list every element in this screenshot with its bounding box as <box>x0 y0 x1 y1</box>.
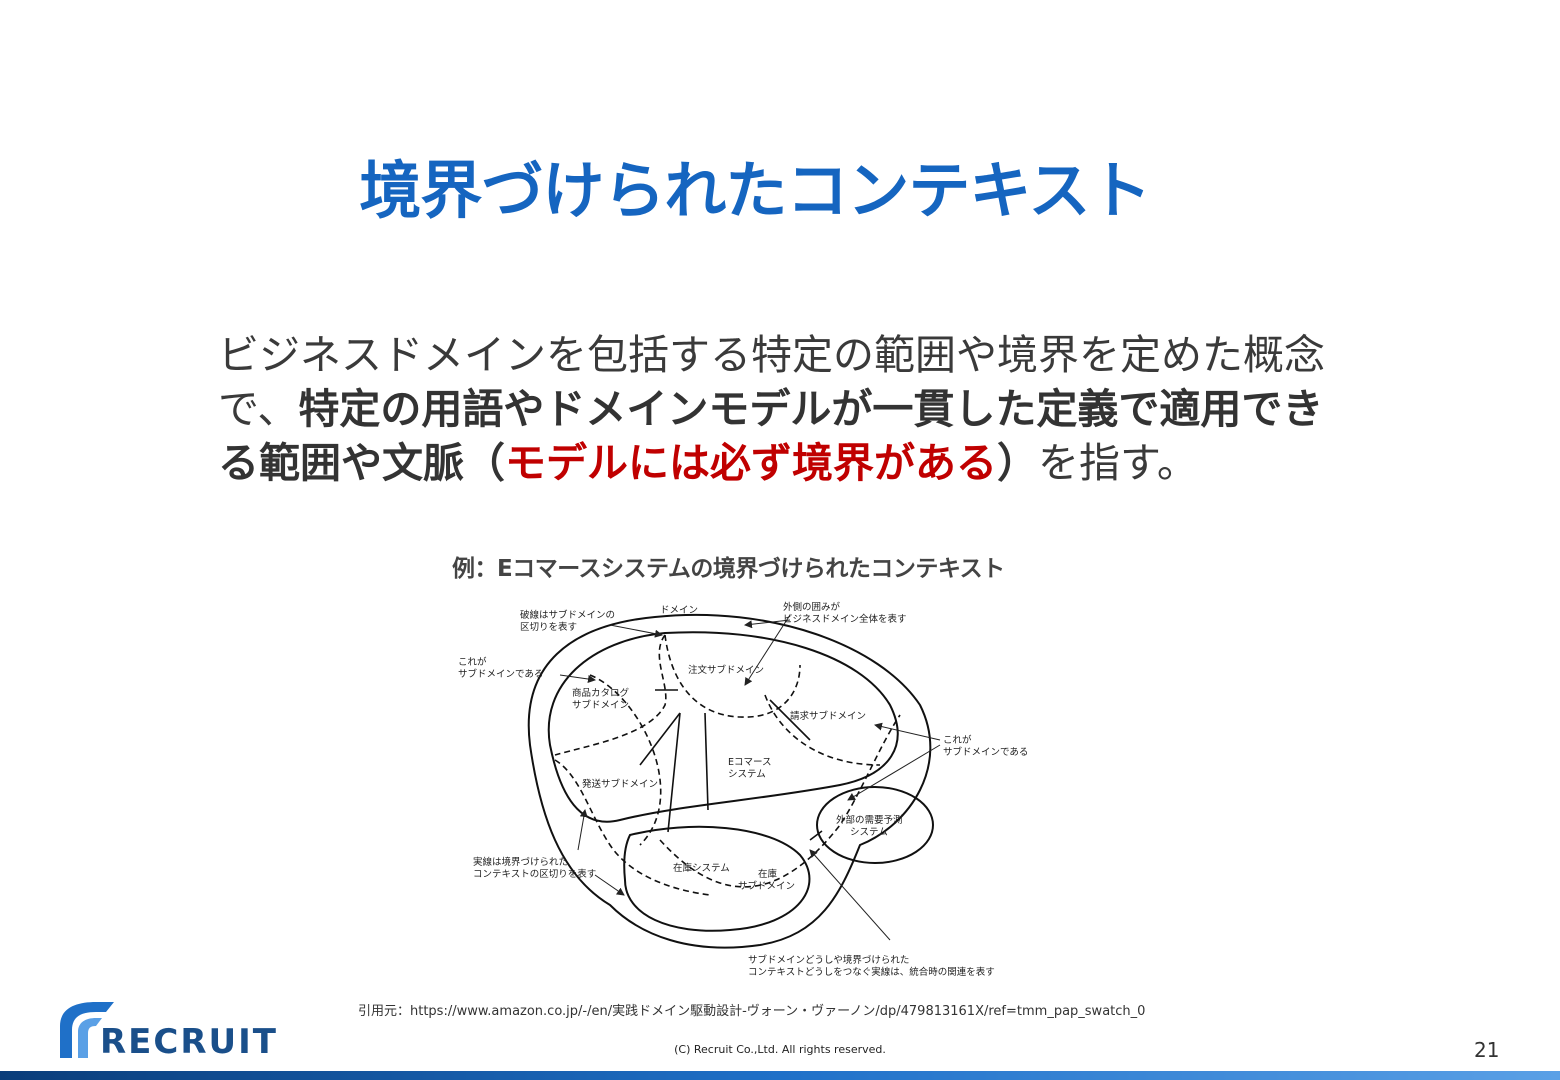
outer-domain-boundary <box>527 613 932 949</box>
inventory-context-boundary <box>623 825 811 932</box>
label-forecast: 外部の需要予測 <box>836 814 903 826</box>
label-inventory-system: 在庫システム <box>673 862 730 874</box>
integration-line <box>667 712 681 833</box>
recruit-logo <box>60 1002 114 1058</box>
label-ecommerce: Eコマース <box>728 757 772 768</box>
label-subdomain-divider-2: 区切りを表す <box>520 621 577 633</box>
label-integration: サブドメインどうしや境界づけられた <box>748 954 909 966</box>
integration-line <box>639 712 681 766</box>
figure-caption: 例：Eコマースシステムの境界づけられたコンテキスト <box>452 556 1005 582</box>
logo-text: RECRUIT <box>100 1022 278 1062</box>
body-part-1: ビジネスドメインを包括する特定の範囲や境界を定めた概念で、 <box>218 331 1325 433</box>
label-catalog: 商品カタログ <box>572 687 630 699</box>
body-part-3-red: モデルには必ず境界がある <box>505 439 997 487</box>
label-outer-2: ビジネスドメイン全体を表す <box>783 613 907 625</box>
label-catalog-2: サブドメイン <box>572 699 629 711</box>
ecommerce-context-boundary <box>547 631 899 823</box>
body-part-4-bold: ） <box>997 439 1038 487</box>
label-this-is-sub-right: これが <box>943 734 972 746</box>
subdomain-divider <box>659 714 901 888</box>
label-ecommerce-2: システム <box>728 769 766 780</box>
label-subdomain-divider: 破線はサブドメインの <box>520 609 615 621</box>
label-this-is-sub-left-2: サブドメインである <box>458 668 543 680</box>
subdomain-divider <box>554 759 711 896</box>
subdomain-divider <box>664 634 801 718</box>
subdomain-divider <box>764 694 881 766</box>
integration-line <box>704 712 709 811</box>
subdomain-divider <box>554 634 667 756</box>
label-shipping: 発送サブドメイン <box>582 778 658 790</box>
label-inventory-sub: 在庫 <box>758 868 778 880</box>
label-solid-2: コンテキストの区切りを表す <box>473 868 596 880</box>
footer-bar <box>0 1071 1560 1080</box>
copyright: (C) Recruit Co.,Ltd. All rights reserved… <box>674 1043 886 1056</box>
label-inventory-sub-2: サブドメイン <box>738 880 795 892</box>
label-domain: ドメイン <box>660 605 698 616</box>
page-number: 21 <box>1474 1038 1500 1062</box>
integration-line <box>809 830 823 841</box>
label-this-is-sub-left: これが <box>458 656 487 668</box>
subdomain-divider <box>589 674 662 846</box>
body-paragraph: ビジネスドメインを包括する特定の範囲や境界を定めた概念で、特定の用語やドメインモ… <box>218 328 1328 490</box>
label-billing: 請求サブドメイン <box>790 710 866 722</box>
body-part-5: を指す。 <box>1038 439 1198 487</box>
citation: 引用元：https://www.amazon.co.jp/-/en/実践ドメイン… <box>358 1004 1146 1019</box>
label-forecast-2: システム <box>850 827 888 838</box>
forecast-system-boundary <box>816 786 934 864</box>
slide-title: 境界づけられたコンテキスト <box>359 154 1151 227</box>
label-outer: 外側の囲みが <box>783 601 841 613</box>
bounded-context-diagram: 破線はサブドメインの 区切りを表す ドメイン 外側の囲みが ビジネスドメイン全体… <box>458 601 1028 978</box>
integration-line <box>769 699 811 741</box>
label-integration-2: コンテキストどうしをつなぐ実線は、統合時の関連を表す <box>748 966 995 978</box>
label-solid: 実線は境界づけられた <box>473 856 568 868</box>
body-part-2-bold: 特定の用語やドメインモデルが一貫した定義で適用できる範囲や文脈（ <box>218 385 1324 487</box>
label-this-is-sub-right-2: サブドメインである <box>943 746 1028 758</box>
label-order: 注文サブドメイン <box>688 664 764 676</box>
